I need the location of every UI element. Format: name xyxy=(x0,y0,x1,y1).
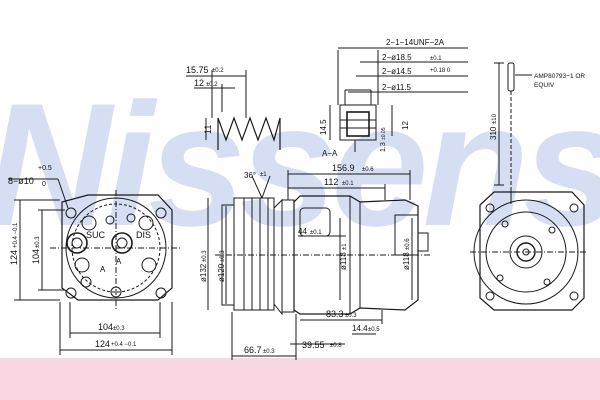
dim-lead: 310 xyxy=(489,126,498,140)
dim-body-dia-tol: ±1 xyxy=(342,243,348,250)
dim-width-outer: 124 xyxy=(95,339,110,349)
rear-view-wire xyxy=(494,62,532,188)
dim-height-outer: 124 xyxy=(9,250,19,265)
connector-label-2: EQUIV xyxy=(534,82,555,89)
dim-bore-2: 2−ø14.5 xyxy=(382,67,412,76)
dim-pulley-width: 15.75 xyxy=(186,65,209,75)
dim-width-outer-tol: +0.4 −0.1 xyxy=(111,342,137,348)
dim-overall-tol: ±0.6 xyxy=(362,167,374,173)
section-view xyxy=(329,47,468,152)
dim-body-dia-2-tol: ±0.6 xyxy=(405,238,411,250)
connector-label: AMP80793−1 OR xyxy=(534,73,585,80)
dim-section-step-tol: ±0.05 xyxy=(381,127,387,140)
label-suc: SUC xyxy=(86,230,106,240)
footer-band xyxy=(0,358,600,400)
dim-body-dia: ø118 xyxy=(339,252,348,270)
dim-height-inner: 104 xyxy=(31,249,41,264)
dim-bore-3: 2−ø11.5 xyxy=(382,83,412,92)
dim-angle-tol: ±1 xyxy=(260,172,267,178)
dim-width-inner: 104 xyxy=(98,322,113,332)
dim-bore-1-tol: ±0.1 xyxy=(430,56,442,62)
dim-section-step: 1.3 xyxy=(380,142,387,152)
dim-height-inner-tol: ±0.3 xyxy=(35,236,41,248)
dim-lead-tol: ±10 xyxy=(492,113,498,124)
dim-pulley-dia-tol: ±0.3 xyxy=(202,250,208,262)
dim-holes-tol: +0.5 xyxy=(38,165,52,172)
dim-pulley-width-tol: ±0.2 xyxy=(212,68,224,74)
dim-overall: 156.9 xyxy=(332,163,355,173)
dim-width-inner-tol: ±0.3 xyxy=(113,326,125,332)
dim-83-tol: ±0.3 xyxy=(345,313,357,319)
dim-hub-dia-tol: ±0.3 xyxy=(220,250,226,262)
dim-section-depth: 14.5 xyxy=(319,119,328,135)
dim-holes: 8−ø10 xyxy=(8,176,34,186)
dim-inner: 44 xyxy=(298,227,307,236)
dim-inner-tol: ±0.1 xyxy=(310,230,322,236)
dim-pulley-pitch-tol: ±0.2 xyxy=(206,82,218,88)
dim-pulley-pitch: 12 xyxy=(194,78,204,88)
label-a-1: A xyxy=(100,265,106,274)
front-view xyxy=(8,178,180,355)
dim-pulley-dia: ø132 xyxy=(199,263,208,282)
dim-14: 14.4 xyxy=(352,324,368,333)
dim-hub-dia: ø120 xyxy=(217,263,226,282)
dim-angle: 36° xyxy=(244,171,256,180)
dim-thread: 2−1−14UNF−2A xyxy=(386,38,445,47)
section-label: A−A xyxy=(322,149,338,158)
dim-bore-1: 2−ø18.5 xyxy=(382,53,412,62)
dim-66: 66.7 xyxy=(244,345,262,355)
side-view xyxy=(207,170,430,360)
dim-body-tol: ±0.1 xyxy=(342,181,354,187)
pulley-detail xyxy=(186,70,281,150)
label-a-2: A xyxy=(116,257,122,266)
dim-39-tol: ±0.8 xyxy=(330,343,342,349)
dim-body-dia-2: ø118 xyxy=(402,252,411,270)
dim-body: 112 xyxy=(324,177,338,187)
dim-section-height: 12 xyxy=(401,121,410,130)
dim-14-tol: ±0.5 xyxy=(368,327,380,333)
dim-66-tol: ±0.3 xyxy=(263,349,275,355)
dim-83: 83.3 xyxy=(326,309,344,319)
dim-pulley-height: 11 xyxy=(203,125,213,134)
label-dis: DIS xyxy=(136,230,151,240)
dim-holes-tol2: 0 xyxy=(42,181,46,188)
rear-view xyxy=(470,188,586,311)
dim-39: 39.55 xyxy=(302,340,325,350)
dim-height-outer-tol: +0.4 −0.1 xyxy=(13,222,19,248)
dim-bore-2-tol: +0.18 0 xyxy=(430,68,451,74)
